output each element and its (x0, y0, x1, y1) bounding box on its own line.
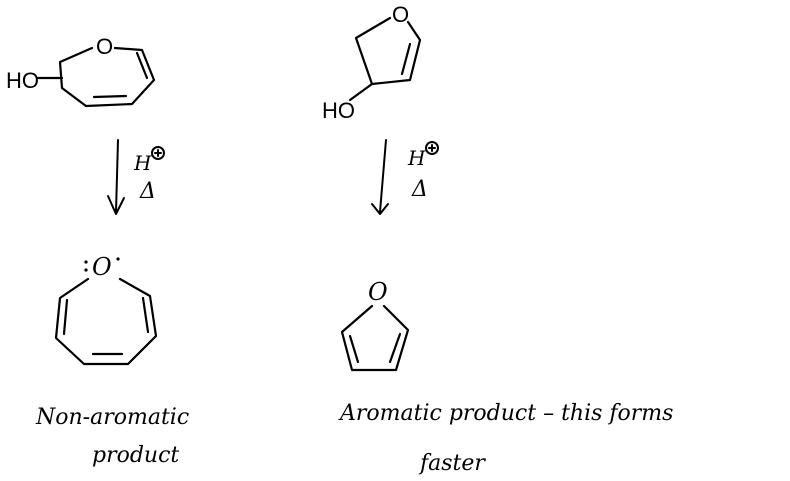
left-reactant-hydroxyl-label: HO (6, 68, 39, 93)
right-acid-label: H (407, 146, 426, 170)
right-product-ring (340, 304, 410, 372)
left-acid-plus-circle (151, 146, 165, 160)
left-heat-label: Δ (139, 179, 156, 204)
right-reactant-dihydrofuranol: O HO (322, 2, 422, 123)
right-product-oxygen-label: O (368, 278, 388, 306)
left-reactant-double-bond-1 (92, 94, 128, 99)
left-reactant-oxepine-alcohol: O HO (6, 34, 156, 108)
left-caption-line1: Non-aromatic (35, 405, 189, 430)
left-reactant-ring (58, 46, 156, 108)
left-reaction-arrow: H Δ (107, 139, 165, 215)
right-reactant-oxygen-label: O (392, 2, 409, 27)
right-reaction-arrow: H Δ (371, 139, 439, 215)
left-reactant-double-bond-2 (135, 51, 149, 80)
right-heat-label: Δ (411, 177, 428, 202)
left-acid-label: H (133, 151, 152, 175)
right-reactant-hydroxyl-label: HO (322, 98, 355, 123)
left-product-oxepine: O (54, 253, 158, 366)
right-acid-plus-circle (425, 141, 439, 155)
left-reactant-oxygen-label: O (96, 34, 113, 59)
right-product-furan: O (340, 278, 410, 372)
right-caption-line2: faster (418, 451, 486, 476)
left-caption-line2: product (92, 443, 179, 468)
left-product-ring (54, 277, 158, 366)
right-caption-line1: Aromatic product – this forms (338, 401, 673, 426)
right-reactant-ring (354, 16, 422, 86)
left-product-oxygen-label: O (92, 253, 112, 281)
